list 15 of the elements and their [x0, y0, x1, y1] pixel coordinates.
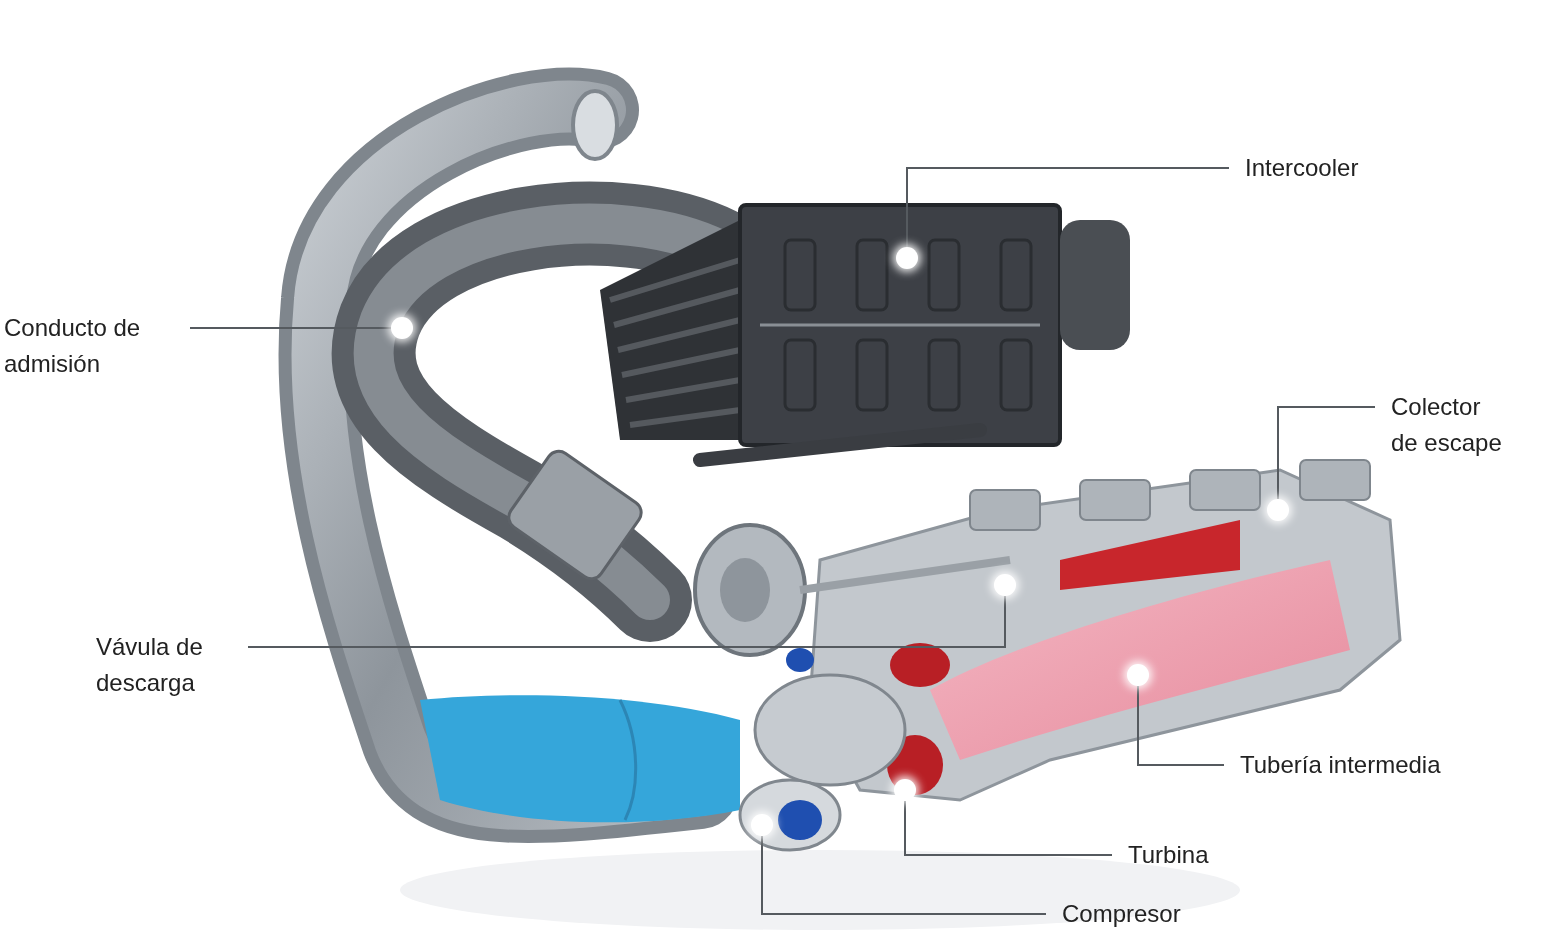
part-label: Turbina: [1112, 837, 1209, 873]
leader-line: [1137, 685, 1225, 766]
part-label: Tubería intermedia: [1224, 747, 1441, 783]
leader-line: [904, 800, 1113, 856]
marker-dot: [894, 779, 916, 801]
part-label: Compresor: [1046, 896, 1181, 932]
leader-line: [906, 167, 1230, 248]
leader-line: [1277, 406, 1376, 500]
leader-line: [247, 595, 1006, 648]
part-label: Vávula de descarga: [96, 629, 248, 701]
part-label: Colector de escape: [1375, 389, 1510, 461]
part-label: Conducto de admisión: [4, 310, 190, 382]
leader-line: [761, 835, 1047, 915]
leader-line: [189, 327, 392, 329]
part-label: Intercooler: [1229, 150, 1359, 186]
